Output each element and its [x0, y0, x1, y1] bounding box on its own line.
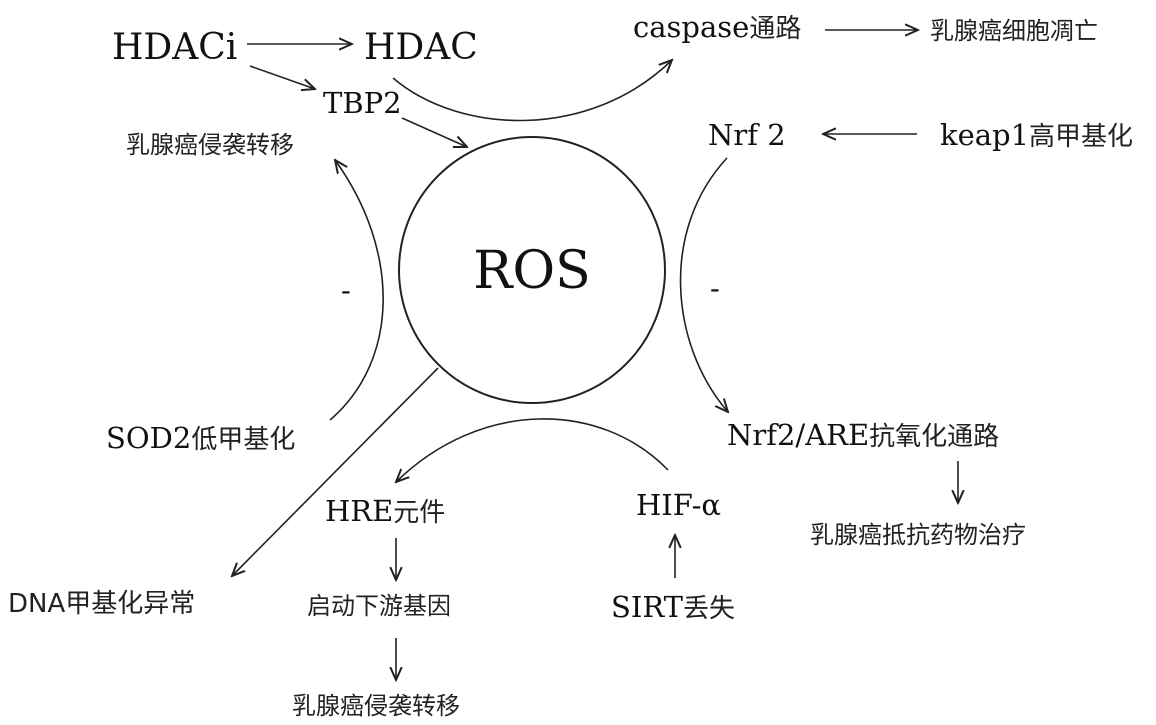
node-keap1: keap1高甲基化	[940, 118, 1133, 152]
ros-circle	[398, 136, 666, 404]
node-sod2: SOD2低甲基化	[106, 421, 295, 455]
node-metastasis-top: 乳腺癌侵袭转移	[126, 131, 294, 159]
node-dna: DNA甲基化异常	[8, 589, 195, 619]
arrow-hdaci-tbp2	[249, 65, 315, 89]
node-sirt: SIRT丢失	[611, 590, 735, 624]
arrow-ros-dna	[232, 367, 439, 576]
arrow-tbp2-ros	[401, 117, 467, 147]
node-resistance: 乳腺癌抵抗药物治疗	[810, 521, 1026, 549]
node-hre: HRE元件	[325, 494, 445, 528]
node-hdac: HDAC	[364, 27, 478, 68]
node-apoptosis: 乳腺癌细胞凋亡	[930, 17, 1098, 45]
arc-sod2-metastasis	[329, 160, 384, 421]
node-metastasis-bottom: 乳腺癌侵袭转移	[292, 692, 460, 720]
node-nrf2: Nrf 2	[708, 118, 786, 152]
arc-hif-hre	[396, 418, 669, 482]
ros-label: ROS	[473, 241, 590, 301]
arc-hdac-caspase	[392, 60, 672, 122]
node-hif: HIF-α	[636, 488, 721, 522]
node-promoter: 启动下游基因	[307, 592, 451, 620]
node-tbp2: TBP2	[323, 86, 402, 120]
node-caspase: caspase通路	[633, 10, 801, 44]
minus-left: -	[341, 273, 351, 307]
arc-nrf2-are	[679, 157, 728, 412]
minus-right: -	[710, 271, 720, 305]
node-hdaci: HDACi	[112, 27, 237, 68]
node-nrf2-are: Nrf2/ARE抗氧化通路	[727, 418, 999, 452]
